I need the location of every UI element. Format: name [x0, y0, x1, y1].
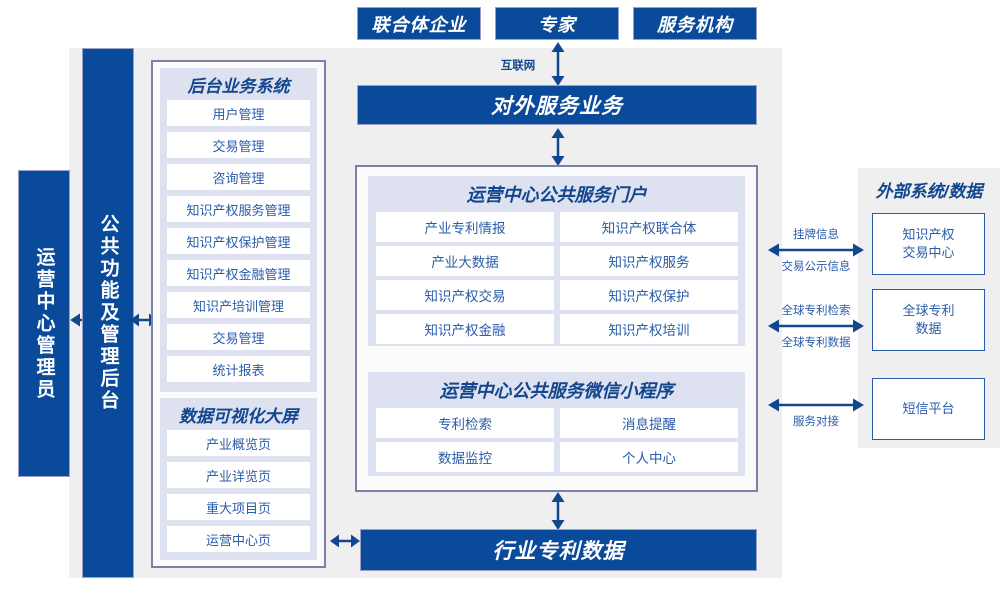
external-system-2[interactable]: 短信平台 — [872, 378, 985, 440]
backend-item-1[interactable]: 交易管理 — [167, 132, 310, 158]
service-to-portal-arrow — [548, 128, 568, 166]
top-actor-label: 专家 — [538, 14, 576, 35]
portal-item-6[interactable]: 知识产权金融 — [376, 314, 554, 344]
external-service-bar-label: 对外服务业务 — [491, 95, 623, 118]
backend-item-label: 用户管理 — [212, 106, 265, 122]
backend-system-title: 后台业务系统 — [187, 76, 290, 96]
external-system-0[interactable]: 知识产权 交易中心 — [872, 213, 985, 275]
backend-item-label: 交易管理 — [212, 138, 265, 154]
backend-item-label: 知识产培训管理 — [192, 298, 284, 314]
data-visualization-title: 数据可视化大屏 — [179, 406, 298, 426]
backend-item-label: 统计报表 — [212, 362, 265, 378]
backend-item-4[interactable]: 知识产权保护管理 — [167, 228, 310, 254]
external-connection-label-below-0: 交易公示信息 — [781, 261, 851, 273]
top-actor-label: 服务机构 — [657, 14, 733, 35]
operations-manager-column[interactable]: 运营中心管理员 — [18, 170, 70, 477]
external-connection-arrow-0 — [768, 240, 864, 260]
external-connection-arrow-1 — [768, 316, 864, 336]
backend-to-bottom-arrow — [330, 531, 360, 551]
external-system-label: 短信平台 — [902, 401, 955, 417]
backend-item-label: 知识产权金融管理 — [186, 266, 291, 282]
portal-title: 运营中心公共服务门户 — [466, 185, 647, 205]
dataviz-item-label: 运营中心页 — [205, 532, 271, 548]
top-actor-box-2[interactable]: 服务机构 — [633, 7, 757, 40]
bottom-bar[interactable]: 行业专利数据 — [360, 529, 757, 571]
backend-item-7[interactable]: 交易管理 — [167, 324, 310, 350]
dataviz-item-label: 产业概览页 — [205, 436, 271, 452]
dataviz-item-1[interactable]: 产业详览页 — [167, 462, 310, 488]
portal-item-3[interactable]: 知识产权服务 — [560, 246, 738, 276]
backend-item-label: 交易管理 — [212, 330, 265, 346]
operations-manager-label: 运营中心管理员 — [33, 246, 55, 401]
backend-item-0[interactable]: 用户管理 — [167, 100, 310, 126]
top-actor-box-1[interactable]: 专家 — [495, 7, 619, 40]
miniprogram-item-label: 专利检索 — [438, 417, 492, 432]
backend-item-8[interactable]: 统计报表 — [167, 356, 310, 382]
dataviz-item-3[interactable]: 运营中心页 — [167, 526, 310, 552]
miniprogram-item-label: 个人中心 — [622, 451, 676, 466]
dataviz-item-0[interactable]: 产业概览页 — [167, 430, 310, 456]
miniprogram-item-label: 消息提醒 — [622, 417, 676, 432]
dataviz-item-2[interactable]: 重大项目页 — [167, 494, 310, 520]
miniprogram-item-3[interactable]: 个人中心 — [560, 442, 738, 472]
portal-item-7[interactable]: 知识产权培训 — [560, 314, 738, 344]
top-actor-label: 联合体企业 — [371, 14, 467, 35]
miniprogram-item-label: 数据监控 — [438, 451, 492, 466]
miniprogram-item-1[interactable]: 消息提醒 — [560, 408, 738, 438]
portal-item-label: 知识产权联合体 — [601, 221, 697, 236]
backend-item-2[interactable]: 咨询管理 — [167, 164, 310, 190]
portal-to-bottom-arrow — [548, 492, 568, 530]
backend-item-label: 咨询管理 — [212, 170, 265, 186]
portal-item-4[interactable]: 知识产权交易 — [376, 280, 554, 310]
top-actor-box-0[interactable]: 联合体企业 — [357, 7, 481, 40]
external-connection-label-below-1: 全球专利数据 — [781, 337, 851, 349]
portal-item-label: 知识产权金融 — [424, 323, 506, 338]
internet-label: 互联网 — [500, 60, 536, 72]
backend-item-label: 知识产权保护管理 — [186, 234, 291, 250]
portal-item-2[interactable]: 产业大数据 — [376, 246, 554, 276]
bottom-bar-label: 行业专利数据 — [492, 540, 625, 563]
external-system-1[interactable]: 全球专利 数据 — [872, 289, 985, 351]
portal-item-label: 产业大数据 — [431, 255, 499, 270]
external-connection-label-below-2: 服务对接 — [793, 416, 839, 428]
internet-arrow — [548, 42, 568, 86]
backend-item-label: 知识产权服务管理 — [186, 202, 291, 218]
portal-item-label: 产业专利情报 — [424, 221, 506, 236]
external-connection-label-above-0: 挂牌信息 — [793, 229, 839, 241]
portal-item-label: 知识产权保护 — [608, 289, 690, 304]
external-system-label: 知识产权 交易中心 — [902, 227, 955, 260]
external-service-bar[interactable]: 对外服务业务 — [357, 85, 757, 125]
portal-item-label: 知识产权服务 — [608, 255, 690, 270]
backend-item-5[interactable]: 知识产权金融管理 — [167, 260, 310, 286]
portal-item-0[interactable]: 产业专利情报 — [376, 212, 554, 242]
external-systems-title: 外部系统/数据 — [875, 181, 983, 201]
external-connection-arrow-2 — [768, 395, 864, 415]
miniprogram-item-2[interactable]: 数据监控 — [376, 442, 554, 472]
external-connection-label-above-1: 全球专利检索 — [781, 305, 851, 317]
common-backend-label: 公共功能及管理后台 — [97, 214, 119, 412]
portal-item-label: 知识产权交易 — [424, 289, 506, 304]
portal-item-label: 知识产权培训 — [608, 323, 690, 338]
miniprogram-item-0[interactable]: 专利检索 — [376, 408, 554, 438]
backend-item-6[interactable]: 知识产培训管理 — [167, 292, 310, 318]
dataviz-item-label: 产业详览页 — [205, 468, 271, 484]
portal-item-5[interactable]: 知识产权保护 — [560, 280, 738, 310]
portal-item-1[interactable]: 知识产权联合体 — [560, 212, 738, 242]
common-backend-column[interactable]: 公共功能及管理后台 — [82, 48, 134, 578]
miniprogram-title: 运营中心公共服务微信小程序 — [439, 381, 674, 401]
backend-item-3[interactable]: 知识产权服务管理 — [167, 196, 310, 222]
dataviz-item-label: 重大项目页 — [205, 500, 271, 516]
external-system-label: 全球专利 数据 — [902, 303, 955, 336]
